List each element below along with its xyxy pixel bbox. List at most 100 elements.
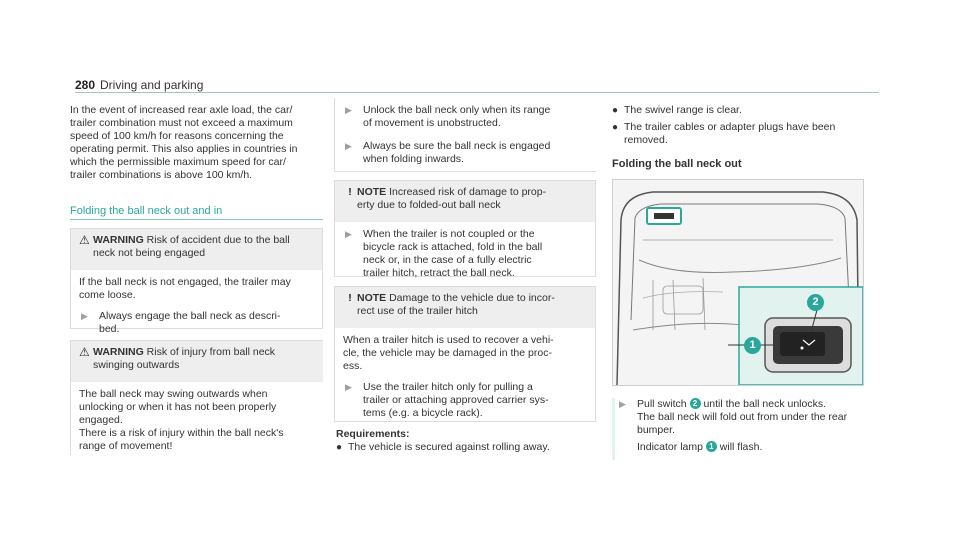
exclamation-icon: !: [348, 186, 352, 198]
step: ▶ Unlock the ball neck only when its ran…: [343, 104, 588, 130]
step-text: The ball neck will fold out from under t…: [637, 411, 848, 423]
warning-body: The ball neck may swing outwards when un…: [71, 382, 323, 459]
step-text: tems (e.g. a bicycle rack).: [363, 407, 483, 419]
requirement-text: The vehicle is secured against rolling a…: [348, 441, 550, 453]
header-divider: [75, 92, 879, 93]
step-text: of movement is unobstructed.: [363, 117, 501, 129]
tailgate-figure: 1 2: [612, 179, 864, 386]
intro-line: speed of 100 km/h for reasons concerning…: [70, 130, 284, 142]
continued-steps: ▶ Unlock the ball neck only when its ran…: [334, 98, 596, 172]
step-text: Use the trailer hitch only for pulling a: [363, 381, 533, 393]
warning-label: WARNING: [93, 346, 144, 358]
intro-line: trailer combination must not exceed a ma…: [70, 117, 293, 129]
warning-text: unlocking or when it has not been proper…: [79, 401, 277, 413]
step-text: when folding inwards.: [363, 153, 464, 165]
requirements-label: Requirements:: [336, 428, 410, 440]
step-text: Pull switch: [637, 398, 687, 410]
note-text: ess.: [343, 360, 363, 372]
section-name: Driving and parking: [100, 78, 204, 92]
arrow-icon: ▶: [345, 105, 352, 115]
warning-label: WARNING: [93, 234, 144, 246]
note-text: When a trailer hitch is used to recover …: [343, 334, 554, 346]
step-text: Always be sure the ball neck is engaged: [363, 140, 551, 152]
note-body: When a trailer hitch is used to recover …: [335, 328, 595, 426]
note-header: ! NOTE Damage to the vehicle due to inco…: [335, 287, 595, 328]
intro-paragraph: In the event of increased rear axle load…: [70, 104, 322, 182]
bullet-icon: ●: [336, 442, 343, 453]
section-rule: [70, 219, 323, 220]
warning-title: Risk of injury from ball neck: [146, 346, 276, 358]
intro-line: operating permit. This also applies in c…: [70, 143, 298, 155]
procedure-step: ▶ Pull switch 2 until the ball neck unlo…: [612, 398, 879, 460]
note-header: ! NOTE Increased risk of damage to prop-…: [335, 181, 595, 222]
callout-2: 2: [807, 294, 824, 311]
warning-title: neck not being engaged: [93, 247, 206, 259]
step-text: bumper.: [637, 424, 675, 436]
step-text: trailer hitch, retract the ball neck.: [363, 267, 515, 279]
page-number: 280: [75, 78, 96, 92]
note-step: ▶ When the trailer is not coupled or the…: [343, 228, 587, 280]
step-text: Unlock the ball neck only when its range: [363, 104, 551, 116]
warning-triangle-icon: ⚠: [79, 233, 90, 247]
warning-text: There is a risk of injury within the bal…: [79, 427, 284, 439]
exclamation-icon: !: [348, 292, 352, 304]
warning-box-accident: ⚠ WARNING Risk of accident due to the ba…: [70, 228, 323, 335]
note-box-vehicle: ! NOTE Damage to the vehicle due to inco…: [334, 286, 596, 422]
arrow-icon: ▶: [345, 141, 352, 151]
section-title: Folding the ball neck out and in: [70, 205, 223, 217]
arrow-icon: ▶: [619, 399, 626, 409]
step-text: will flash.: [719, 441, 763, 453]
warning-header: ⚠ WARNING Risk of accident due to the ba…: [71, 229, 322, 270]
arrow-icon: ▶: [345, 229, 352, 239]
procedure-heading: Folding the ball neck out: [612, 158, 742, 170]
note-body: ▶ When the trailer is not coupled or the…: [335, 222, 595, 286]
step-text: Indicator lamp: [637, 441, 703, 453]
step-text: neck or, in the case of a fully electric: [363, 254, 532, 266]
warning-text: The ball neck may swing outwards when: [79, 388, 268, 400]
requirements: Requirements: ● The vehicle is secured a…: [336, 428, 594, 454]
warning-title: swinging outwards: [93, 359, 180, 371]
note-text: cle, the vehicle may be damaged in the p…: [343, 347, 552, 359]
warning-box-injury: ⚠ WARNING Risk of injury from ball neck …: [70, 340, 323, 455]
requirements-continued: ● The swivel range is clear. ● The trail…: [612, 104, 878, 147]
tailgate-illustration: [613, 180, 863, 385]
requirement-text: The trailer cables or adapter plugs have…: [624, 121, 836, 133]
warning-header: ⚠ WARNING Risk of injury from ball neck …: [71, 341, 323, 382]
step-text: bicycle rack is attached, fold in the ba…: [363, 241, 543, 253]
step: ▶ Always be sure the ball neck is engage…: [343, 140, 588, 166]
warning-text: engaged.: [79, 414, 123, 426]
note-title: rect use of the trailer hitch: [357, 305, 478, 317]
requirement-item: ● The vehicle is secured against rolling…: [336, 441, 594, 454]
requirement-item: ● The swivel range is clear.: [612, 104, 878, 117]
warning-text: come loose.: [79, 289, 136, 301]
note-step: ▶ Use the trailer hitch only for pulling…: [343, 381, 587, 420]
arrow-icon: ▶: [81, 311, 88, 321]
note-label: NOTE: [357, 292, 387, 304]
requirement-text: The swivel range is clear.: [624, 104, 742, 116]
step-text: trailer or attaching approved carrier sy…: [363, 394, 549, 406]
lamp-number-badge: 1: [705, 441, 717, 452]
requirement-text: removed.: [624, 134, 668, 146]
warning-step: ▶ Always engage the ball neck as descri-…: [79, 310, 314, 336]
intro-line: In the event of increased rear axle load…: [70, 104, 293, 116]
warning-text: range of movement!: [79, 440, 173, 452]
bullet-icon: ●: [612, 122, 619, 133]
bullet-icon: ●: [612, 105, 619, 116]
step-text: bed.: [99, 323, 120, 335]
note-label: NOTE: [357, 186, 387, 198]
note-title: erty due to folded-out ball neck: [357, 199, 501, 211]
warning-title: Risk of accident due to the ball: [146, 234, 290, 246]
switch-number-badge: 2: [689, 398, 701, 409]
step-text: Always engage the ball neck as descri-: [99, 310, 281, 322]
callout-1: 1: [744, 337, 761, 354]
warning-body: If the ball neck is not engaged, the tra…: [71, 270, 322, 342]
requirement-item: ● The trailer cables or adapter plugs ha…: [612, 121, 878, 147]
warning-triangle-icon: ⚠: [79, 345, 90, 359]
step-text: When the trailer is not coupled or the: [363, 228, 535, 240]
arrow-icon: ▶: [345, 382, 352, 392]
intro-line: which the permissible maximum speed for …: [70, 156, 286, 168]
step-text: until the ball neck unlocks.: [703, 398, 827, 410]
intro-line: trailer combinations is above 100 km/h.: [70, 169, 253, 181]
note-title: Increased risk of damage to prop-: [389, 186, 547, 198]
note-box-property: ! NOTE Increased risk of damage to prop-…: [334, 180, 596, 279]
